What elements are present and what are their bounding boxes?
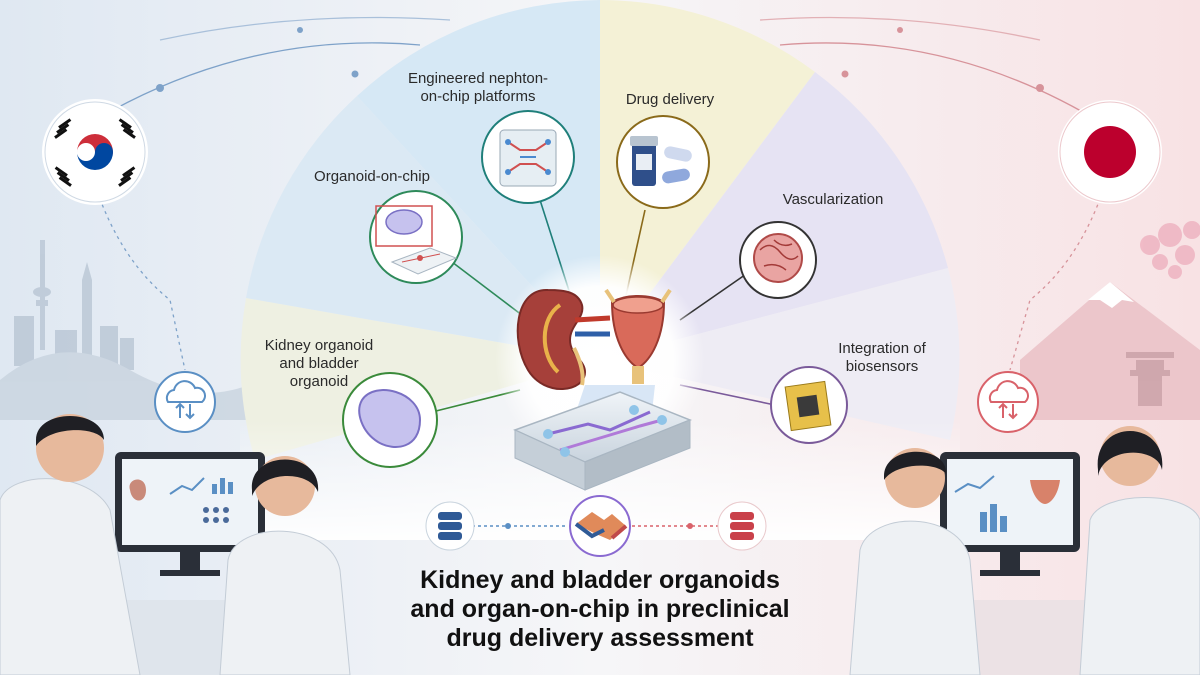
kidney-illustration: [516, 288, 611, 390]
label-organoid-on-chip: Organoid-on-chip: [314, 168, 430, 185]
label-drug-delivery: Drug delivery: [625, 91, 715, 108]
south-korea-flag: [42, 99, 148, 205]
biosensors-icon: [770, 366, 848, 444]
label-nephron-on-chip: Engineered nephton- on-chip platforms: [407, 70, 549, 105]
cloud-sync-icon-left: [154, 371, 216, 433]
database-icon-right: [717, 501, 767, 551]
vascularization-icon: [739, 221, 817, 299]
label-biosensors: Integration of biosensors: [838, 340, 926, 375]
mount-fuji: [1020, 221, 1200, 420]
organoid-on-chip-icon: [369, 190, 463, 284]
drug-delivery-icon: [616, 115, 710, 209]
network-lines: [94, 16, 1106, 371]
nephron-on-chip-icon: [481, 110, 575, 204]
japanese-researchers: [849, 426, 1200, 675]
cloud-sync-icon-right: [977, 371, 1039, 433]
organ-on-chip-device: [513, 391, 693, 491]
korean-researchers: [0, 414, 351, 675]
bladder-illustration: [604, 288, 672, 384]
database-icon-left: [425, 501, 475, 551]
collaboration-row: [425, 495, 767, 557]
kidney-bladder-organoid-icon: [342, 372, 438, 468]
figure-title: Kidney and bladder organoids and organ-o…: [410, 566, 790, 652]
handshake-icon: [569, 495, 631, 557]
japan-flag: [1058, 100, 1162, 204]
label-vascularization: Vascularization: [782, 191, 884, 208]
label-kidney-bladder-organoid: Kidney organoid and bladder organoid: [264, 337, 374, 390]
